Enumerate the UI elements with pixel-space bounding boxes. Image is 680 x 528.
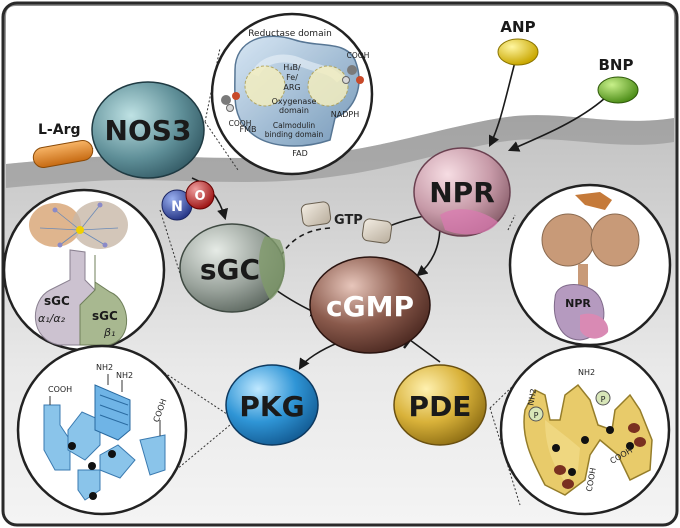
gtp-label: GTP	[334, 213, 363, 228]
cgmp-label: cGMP	[326, 290, 414, 323]
calmodulin-label: Calmodulin	[273, 121, 315, 130]
pde-p-b-label: P	[601, 395, 606, 404]
h4b-label: H₄B/	[283, 63, 301, 72]
fad-label: FAD	[292, 149, 308, 158]
bnp-label: BNP	[599, 56, 634, 74]
anp-node: ANP	[497, 18, 539, 66]
cooh-left-label: COOH	[229, 119, 252, 128]
sgc-node: sGC	[179, 223, 286, 313]
pkg-cooh-top-label: COOH	[48, 385, 72, 394]
l-arg-label: L-Arg	[38, 122, 81, 138]
anp-label: ANP	[500, 18, 535, 36]
pkg-nh2-b-label: NH2	[116, 371, 133, 380]
calmodulin-binding-label: binding domain	[265, 130, 324, 139]
pkg-nh2-a-label: NH2	[96, 363, 113, 372]
reductase-domain-label: Reductase domain	[248, 29, 332, 39]
oxygenase-domain-label: domain	[279, 106, 309, 115]
sgc-label: sGC	[200, 253, 260, 286]
pde-nh2-a-label: NH2	[526, 388, 538, 406]
npr-inset-label: NPR	[565, 297, 591, 310]
l-arg-node: L-Arg	[32, 122, 94, 168]
nitrogen-label: N	[171, 199, 183, 215]
sgc-beta-name: sGC	[92, 309, 118, 323]
sgc-alpha-subunit: α₁/α₂	[38, 312, 66, 325]
oxygenase-label: Oxygenase	[272, 97, 317, 106]
pkg-structure-inset: COOH NH2 NH2 COOH	[16, 344, 237, 516]
oxygen-label: O	[194, 189, 205, 204]
pde-p-a-label: P	[534, 411, 539, 420]
pde-cooh-a-label: COOH	[585, 467, 598, 492]
no-molecule: N O	[161, 180, 215, 221]
npr-node: NPR	[413, 147, 511, 237]
pde-node: PDE	[393, 364, 487, 446]
bnp-to-npr-arrow	[507, 97, 606, 152]
pkg-label: PKG	[239, 390, 304, 423]
pde-nh2-b-label: NH2	[578, 368, 595, 377]
pde-inhibits-cgmp	[409, 339, 441, 363]
npr-label: NPR	[429, 176, 495, 209]
fe-label: Fe/	[286, 73, 298, 82]
pde-structure-inset: P P NH2 NH2 COOH COOH	[489, 344, 671, 516]
nos3-structure-inset: Reductase domain H₄B/ Fe/ ARG Oxygenase …	[204, 12, 374, 176]
npr-structure-inset: NPR	[507, 183, 672, 347]
nos3-node: NOS3	[91, 81, 205, 179]
anp-to-npr-arrow	[488, 61, 516, 148]
pde-label: PDE	[409, 390, 472, 423]
bnp-node: BNP	[597, 56, 639, 104]
cgmp-node: cGMP	[309, 256, 431, 354]
nadph-label: NADPH	[331, 110, 359, 119]
sgc-structure-inset: sGC α₁/α₂ sGC β₁	[2, 188, 183, 352]
gtp-node: GTP	[300, 201, 393, 244]
sgc-alpha-name: sGC	[44, 294, 70, 308]
fmb-label: FMB	[240, 125, 257, 134]
arg-label: ARG	[283, 83, 300, 92]
nos3-label: NOS3	[105, 114, 192, 147]
sgc-beta-subunit: β₁	[103, 326, 115, 339]
pkg-node: PKG	[225, 364, 319, 446]
cooh-right-label: COOH	[347, 51, 370, 60]
